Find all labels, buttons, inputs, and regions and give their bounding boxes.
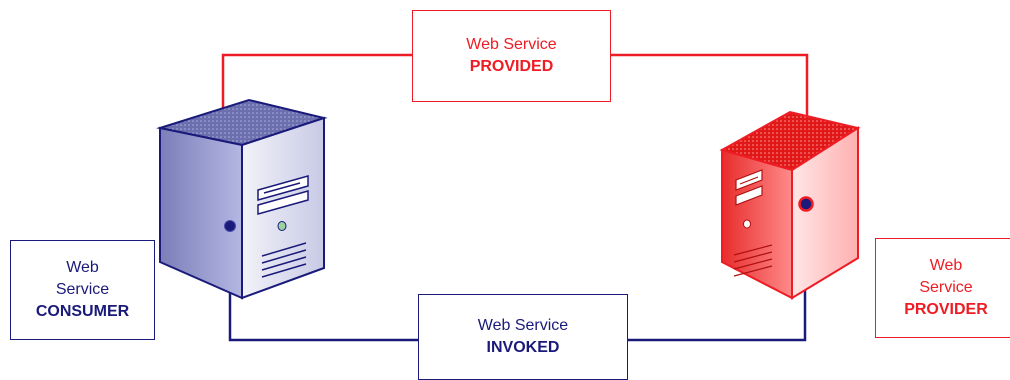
invoked-label-line2: INVOKED <box>486 339 560 356</box>
provider-label-line3: PROVIDER <box>904 301 988 318</box>
provided-label-line1: Web Service <box>466 36 557 53</box>
provided-connector-line-left <box>221 53 413 133</box>
consumer-label-line1: Web <box>66 259 99 276</box>
consumer-port-dot <box>224 220 236 232</box>
provided-label-line2: PROVIDED <box>469 58 554 75</box>
consumer-server-icon <box>154 98 328 300</box>
consumer-label-box: Web Service CONSUMER <box>10 240 155 340</box>
provider-port-dot <box>798 196 814 212</box>
provider-label-box: Web Service PROVIDER <box>875 238 1010 338</box>
provider-server-icon <box>714 110 870 300</box>
provided-label-box: Web Service PROVIDED <box>412 10 611 102</box>
invoked-label-line1: Web Service <box>477 317 569 334</box>
provider-label-line2: Service <box>919 279 973 296</box>
provider-label-line1: Web <box>929 257 963 274</box>
consumer-label-line3: CONSUMER <box>35 303 130 320</box>
consumer-label-line2: Service <box>55 281 110 298</box>
invoked-label-box: Web Service INVOKED <box>418 294 628 380</box>
